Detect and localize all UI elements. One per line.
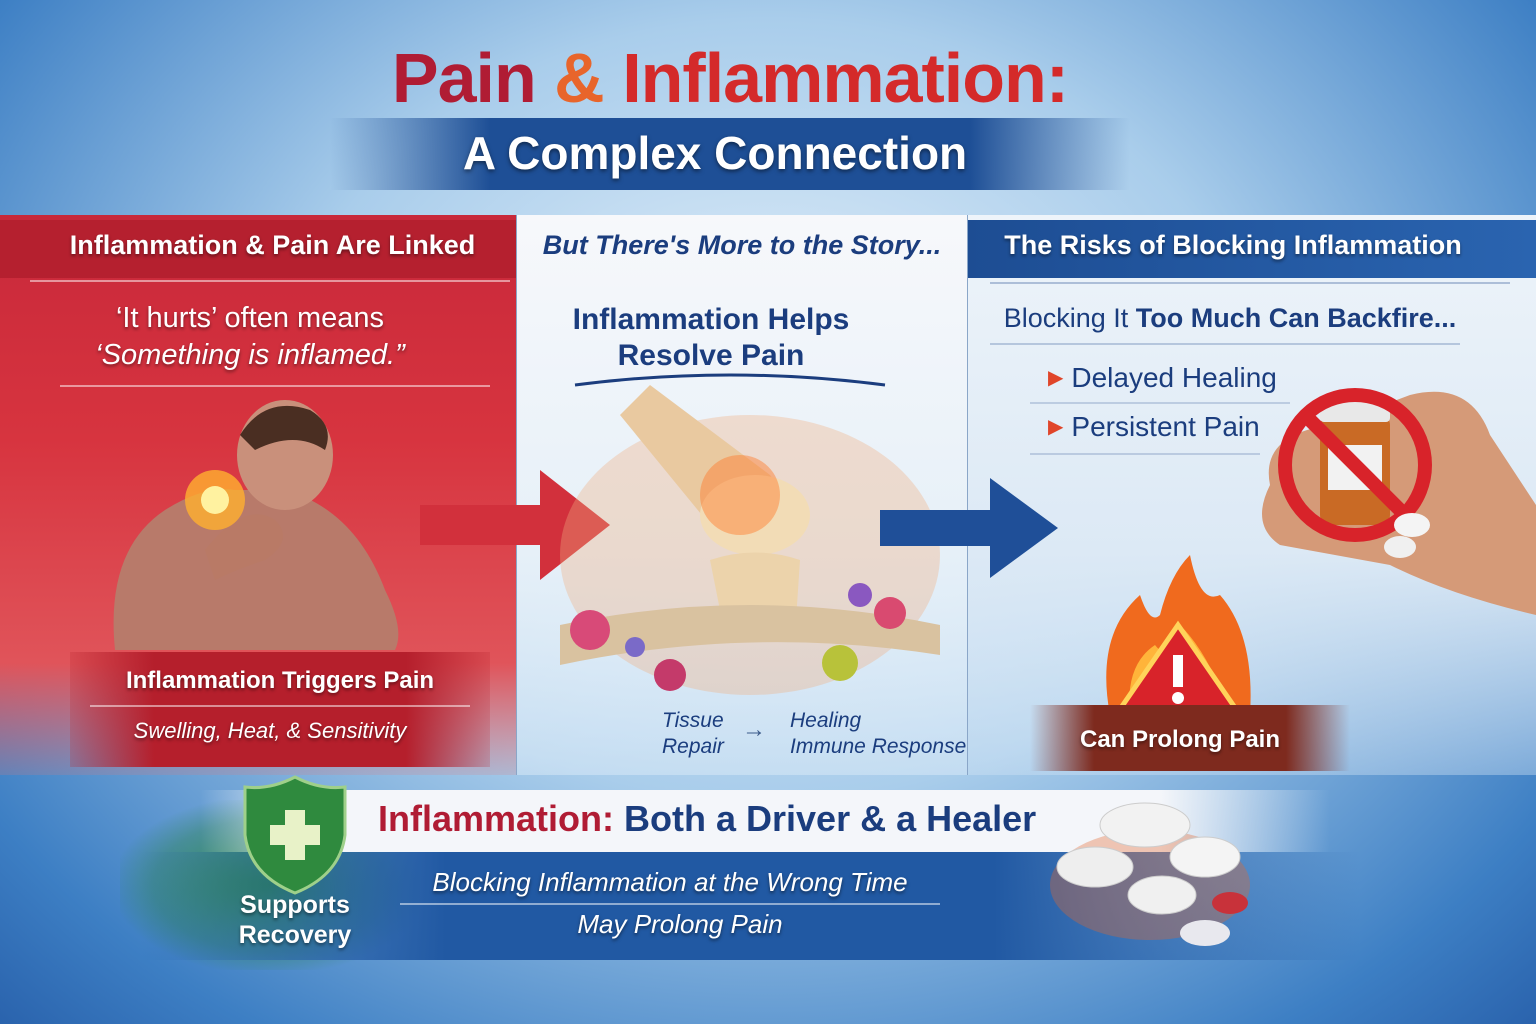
heading-line-1: Inflammation Helps [572, 303, 850, 336]
caption-swelling: Swelling, Heat, & Sensitivity [133, 718, 407, 743]
quote-line-2: ‘Something is inflamed.” [95, 339, 405, 371]
heading-line-2: Resolve Pain [617, 339, 805, 372]
no-sign-icon [1278, 388, 1432, 542]
headline-red: Inflammation: [378, 798, 615, 839]
hand-with-pill-bottle-illustration [1262, 388, 1536, 615]
divider [400, 903, 940, 905]
triangle-bullet-icon: ▶ [1048, 416, 1064, 438]
column-header-more: But There's More to the Story... [542, 230, 942, 260]
headline-blue: Both a Driver & a Healer [624, 798, 1037, 839]
label-line: Tissue [662, 709, 724, 732]
bottom-line-2: May Prolong Pain [577, 909, 783, 939]
triangle-bullet-icon: ▶ [1048, 367, 1064, 389]
divider [1030, 453, 1260, 455]
trigger-band [70, 652, 490, 767]
divider [990, 282, 1510, 284]
fire-warning-icon [1106, 555, 1251, 718]
title-pain: Pain [391, 39, 537, 117]
divider [990, 343, 1460, 345]
subtitle-band [330, 118, 1130, 190]
blue-arrow-icon [880, 478, 1058, 578]
subtitle: A Complex Connection [462, 127, 968, 179]
red-arrow-icon [420, 470, 610, 580]
bullet-delayed-healing: ▶ Delayed Healing [1048, 362, 1277, 394]
bottom-line-1: Blocking Inflammation at the Wrong Time [432, 867, 908, 897]
prolong-band [1030, 705, 1350, 771]
divider [1030, 402, 1290, 404]
badge-line: Supports [240, 891, 350, 919]
heading-backfire: Blocking It Too Much Can Backfire... [1000, 303, 1460, 334]
label-line: Repair [662, 735, 724, 758]
arrow-right-icon: → [742, 716, 766, 743]
heading-bold: Too Much Can Backfire... [1135, 303, 1457, 333]
divider [90, 705, 470, 707]
pills-illustration [1050, 802, 1250, 946]
knee-joint-illustration [560, 385, 940, 695]
divider [30, 280, 510, 282]
divider-swoosh [574, 373, 886, 387]
man-in-pain-illustration [113, 400, 399, 650]
label-line: Immune Response [790, 735, 967, 758]
bullet-text: Delayed Healing [1071, 362, 1277, 393]
badge-line: Recovery [238, 921, 352, 949]
divider [60, 385, 490, 387]
caption-can-prolong-pain: Can Prolong Pain [1079, 726, 1280, 753]
quote-line-1: ‘It hurts’ often means [115, 302, 385, 334]
column-header-linked: Inflammation & Pain Are Linked [69, 230, 476, 260]
main-title: Pain & Inflammation: [0, 38, 1460, 118]
quote: ‘It hurts’ often means ‘Something is infl… [40, 300, 460, 374]
bullet-text: Persistent Pain [1071, 411, 1260, 442]
title-amp: & [554, 39, 605, 117]
shield-plus-icon [243, 775, 347, 895]
bullet-persistent-pain: ▶ Persistent Pain [1048, 411, 1260, 443]
label-line: Healing [790, 709, 862, 732]
column-header-risks: The Risks of Blocking Inflammation [1004, 230, 1462, 260]
caption-triggers-pain: Inflammation Triggers Pain [125, 667, 435, 694]
header-band-left [0, 220, 516, 278]
bottom-headline: Inflammation: Both a Driver & a Healer [378, 798, 1036, 840]
heading-pre: Blocking It [1003, 303, 1136, 333]
title-inflammation: Inflammation: [622, 39, 1069, 117]
header-band-right [968, 220, 1536, 278]
